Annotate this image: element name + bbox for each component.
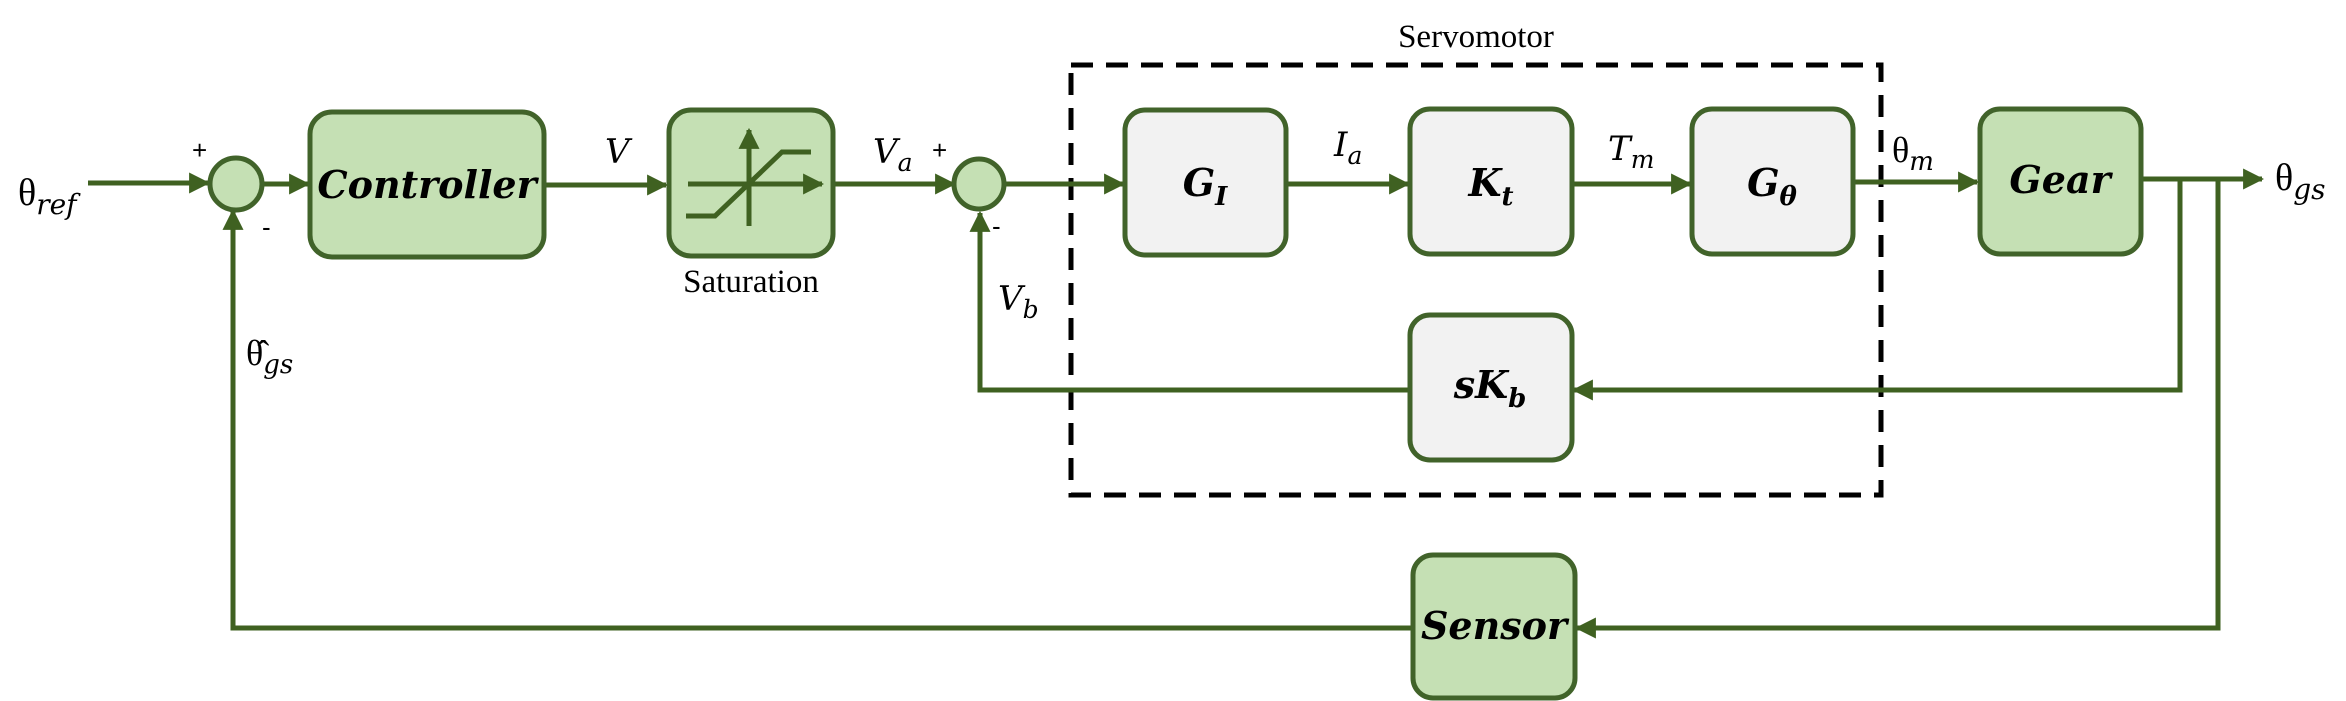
sum2-minus-sign: - — [992, 211, 1001, 241]
saturation-icon — [686, 127, 825, 226]
g-current-label: GI — [1183, 160, 1228, 212]
sum1-minus-sign: - — [262, 212, 271, 242]
sum2-plus-sign: + — [932, 135, 947, 165]
servomotor-label: Servomotor — [1398, 19, 1554, 55]
theta-gs-label: θgs — [2275, 157, 2326, 206]
g-theta-block — [1689, 106, 1856, 257]
servomotor-boundary — [1068, 62, 1884, 498]
g-current-block — [1122, 107, 1289, 258]
sensor-label: Sensor — [1421, 603, 1570, 648]
wire-branch-to-sensor — [1574, 179, 2221, 639]
g-theta-label: Gθ — [1747, 160, 1797, 212]
wire-sensor-to-sum1 — [222, 208, 1411, 631]
saturation-label: Saturation — [683, 264, 819, 300]
k-torque-label: Kt — [1467, 160, 1513, 212]
controller-label: Controller — [317, 162, 539, 207]
v-b-label: Vb — [998, 279, 1039, 324]
theta-m-label: θm — [1892, 130, 1934, 177]
theta-gs-hat-label: θ̂gs — [246, 333, 293, 380]
gear-block — [1977, 106, 2144, 257]
i-a-label: Ia — [1333, 125, 1362, 170]
v-label: V — [605, 132, 633, 172]
theta-ref-label: θref — [18, 172, 81, 221]
wire-branch-to-backemf — [1571, 179, 2183, 401]
v-a-label: Va — [873, 132, 912, 177]
summing-junction-1 — [207, 155, 265, 213]
t-m-label: Tm — [1608, 129, 1654, 174]
back-emf-block — [1407, 312, 1575, 463]
sum1-plus-sign: + — [192, 135, 207, 165]
gear-label: Gear — [2009, 157, 2113, 202]
sensor-block — [1410, 552, 1578, 701]
controller-block — [307, 109, 547, 260]
back-emf-label: sKb — [1453, 362, 1527, 414]
wire-backemf-to-sum2 — [969, 210, 1408, 393]
k-torque-block — [1407, 106, 1575, 257]
summing-junction-2 — [951, 156, 1007, 212]
